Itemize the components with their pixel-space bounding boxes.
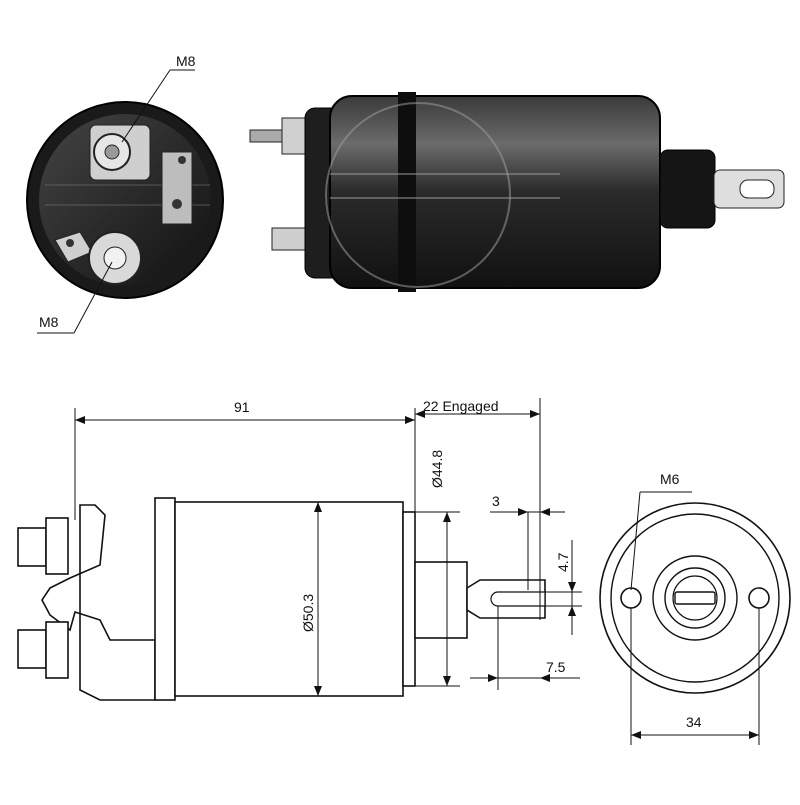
watermark-logo xyxy=(325,102,511,288)
dim-slot-4-7: 4.7 xyxy=(555,552,571,572)
body-outline xyxy=(174,501,404,697)
top-stud xyxy=(249,129,285,143)
bottom-stud xyxy=(271,227,309,251)
body-step xyxy=(402,511,416,687)
bottom-nut xyxy=(17,629,47,669)
photo-side-view xyxy=(249,92,785,292)
dim-diameter-50-3: Ø50.3 xyxy=(300,594,316,632)
dim-diameter-44-8: Ø44.8 xyxy=(429,450,445,488)
top-nut xyxy=(17,527,47,567)
plunger-slot xyxy=(490,591,546,607)
dim-length-91: 91 xyxy=(234,399,250,415)
side-terminal xyxy=(161,151,193,225)
side-plunger xyxy=(659,149,716,229)
plunger-outline xyxy=(414,561,468,639)
dim-slot-3: 3 xyxy=(492,493,500,509)
drawing-end-view: M6 34 xyxy=(599,471,791,745)
label-m8-top: M8 xyxy=(176,53,196,69)
top-terminal xyxy=(89,124,151,181)
end-view-boss xyxy=(652,555,738,641)
side-body xyxy=(329,95,661,289)
end-view-slot xyxy=(674,591,716,605)
terminal-end-outline xyxy=(41,504,156,701)
dim-stroke-22: 22 Engaged xyxy=(423,398,499,414)
dim-offset-7-5: 7.5 xyxy=(546,659,566,675)
body-ring xyxy=(398,92,416,292)
dim-hole-spacing-34: 34 xyxy=(686,714,702,730)
label-m8-bottom: M8 xyxy=(39,314,59,330)
flange xyxy=(154,497,176,701)
mount-hole-right xyxy=(748,587,770,609)
photo-end-view: M8 M8 xyxy=(26,53,224,334)
mount-hole-left xyxy=(620,587,642,609)
label-m6: M6 xyxy=(660,471,680,487)
bottom-terminal xyxy=(54,231,142,285)
drawing-side-view: 91 22 Engaged Ø44.8 Ø50.3 3 4.7 xyxy=(17,398,582,701)
